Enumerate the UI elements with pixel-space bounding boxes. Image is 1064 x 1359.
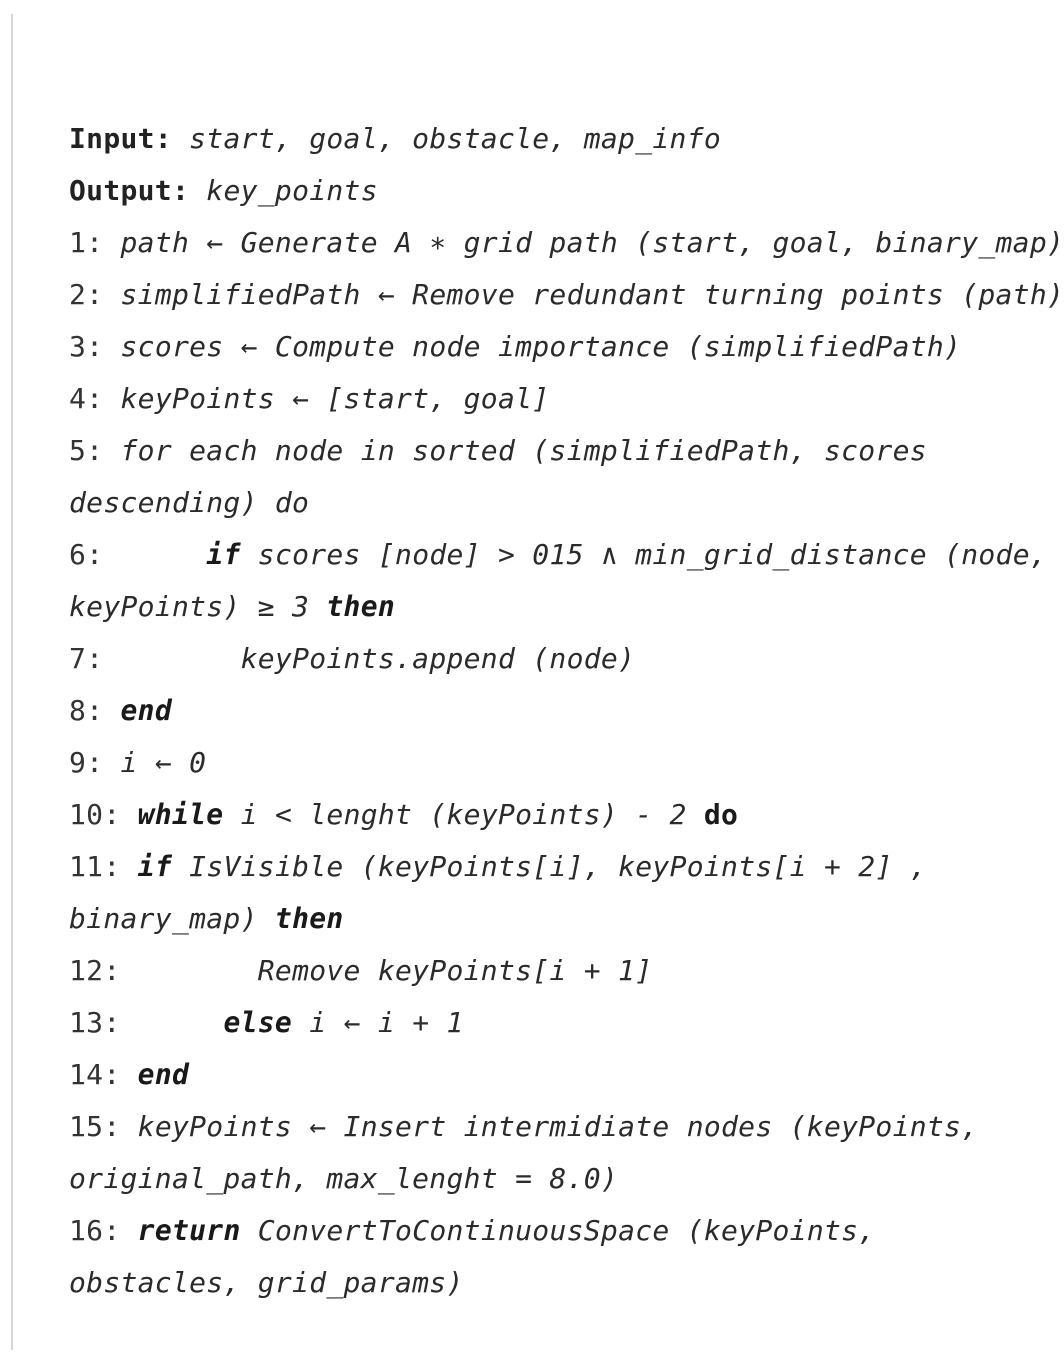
algo-line-11: 11: if IsVisible (keyPoints[i], keyPoint… [69, 841, 1014, 893]
algo-line-5: 5: for each node in sorted (simplifiedPa… [69, 425, 1014, 477]
line-text: IsVisible (keyPoints[i], keyPoints[i + 2… [189, 850, 927, 883]
algo-line-14: 14: end [69, 1049, 1014, 1101]
line-text: keyPoints.append (node) [240, 642, 636, 675]
algo-line-8: 8: end [69, 685, 1014, 737]
algo-line-6-cont: keyPoints) ≥ 3 then [69, 581, 1014, 633]
keyword-end: end [137, 1058, 190, 1091]
algo-line-11-cont: binary_map) then [69, 893, 1014, 945]
line-number: 11: [69, 850, 121, 883]
algo-line-12: 12: Remove keyPoints[i + 1] [69, 945, 1014, 997]
left-border-rule [11, 14, 13, 1350]
line-text: descending) do [69, 486, 310, 519]
line-text: simplifiedPath ← Remove redundant turnin… [120, 278, 1064, 311]
algorithm-block: Input: start, goal, obstacle, map_info O… [69, 113, 1064, 1309]
keyword-else: else [223, 1006, 293, 1039]
algo-line-3: 3: scores ← Compute node importance (sim… [69, 321, 1014, 373]
line-number: 2: [69, 278, 104, 311]
keyword-while: while [137, 798, 224, 831]
output-line: Output: key_points [69, 165, 1014, 217]
line-number: 6: [69, 538, 104, 571]
line-text: scores [node] > 015 ∧ min_grid_distance … [257, 538, 1048, 571]
input-value: start, goal, obstacle, map_info [189, 122, 722, 155]
line-text: scores ← Compute node importance (simpli… [120, 330, 962, 363]
keyword-then: then [326, 590, 396, 623]
line-number: 14: [69, 1058, 121, 1091]
line-text: binary_map) [69, 902, 258, 935]
line-text: Remove keyPoints[i + 1] [257, 954, 653, 987]
output-label: Output: [69, 174, 190, 207]
algo-line-13: 13: else i ← i + 1 [69, 997, 1014, 1049]
line-text: i ← 0 [120, 746, 207, 779]
line-number: 10: [69, 798, 121, 831]
algo-line-15-cont: original_path, max_lenght = 8.0) [69, 1153, 1014, 1205]
algo-line-10: 10: while i < lenght (keyPoints) - 2 do [69, 789, 1014, 841]
algo-line-16: 16: return ConvertToContinuousSpace (key… [69, 1205, 1014, 1257]
input-line: Input: start, goal, obstacle, map_info [69, 113, 1014, 165]
algo-line-15: 15: keyPoints ← Insert intermidiate node… [69, 1101, 1014, 1153]
keyword-end: end [120, 694, 172, 727]
keyword-do: do [703, 798, 739, 831]
algo-line-2: 2: simplifiedPath ← Remove redundant tur… [69, 269, 1064, 321]
line-text: original_path, max_lenght = 8.0) [69, 1162, 619, 1195]
line-number: 8: [69, 694, 104, 727]
algo-line-5-cont: descending) do [69, 477, 1014, 529]
line-text: for each node in sorted (simplifiedPath,… [120, 434, 927, 467]
algo-line-9: 9: i ← 0 [69, 737, 1014, 789]
line-number: 12: [69, 954, 121, 987]
line-text: i ← i + 1 [309, 1006, 464, 1039]
input-label: Input: [69, 122, 172, 155]
keyword-then: then [274, 902, 344, 935]
algo-line-6: 6: if scores [node] > 015 ∧ min_grid_dis… [69, 529, 1047, 581]
line-text: keyPoints ← [start, goal] [120, 382, 550, 415]
line-number: 5: [69, 434, 104, 467]
line-number: 13: [69, 1006, 121, 1039]
line-text: obstacles, grid_params) [69, 1266, 464, 1299]
algo-line-4: 4: keyPoints ← [start, goal] [69, 373, 1014, 425]
line-number: 9: [69, 746, 104, 779]
algo-line-1: 1: path ← Generate A ∗ grid path (start,… [69, 217, 1064, 269]
line-text: path ← Generate A ∗ grid path (start, go… [120, 226, 1064, 259]
line-number: 3: [69, 330, 104, 363]
line-number: 7: [69, 642, 104, 675]
line-number: 4: [69, 382, 104, 415]
keyword-if: if [206, 538, 241, 571]
keyword-return: return [137, 1214, 241, 1247]
line-text: ConvertToContinuousSpace (keyPoints, [257, 1214, 876, 1247]
keyword-if: if [137, 850, 172, 883]
line-text: i < lenght (keyPoints) - 2 [240, 798, 687, 831]
output-value: key_points [206, 174, 378, 207]
line-number: 15: [69, 1110, 121, 1143]
line-text: keyPoints) ≥ 3 [69, 590, 310, 623]
algo-line-7: 7: keyPoints.append (node) [69, 633, 1014, 685]
line-number: 1: [69, 226, 104, 259]
algo-line-16-cont: obstacles, grid_params) [69, 1257, 1014, 1309]
line-number: 16: [69, 1214, 121, 1247]
line-text: keyPoints ← Insert intermidiate nodes (k… [137, 1110, 979, 1143]
